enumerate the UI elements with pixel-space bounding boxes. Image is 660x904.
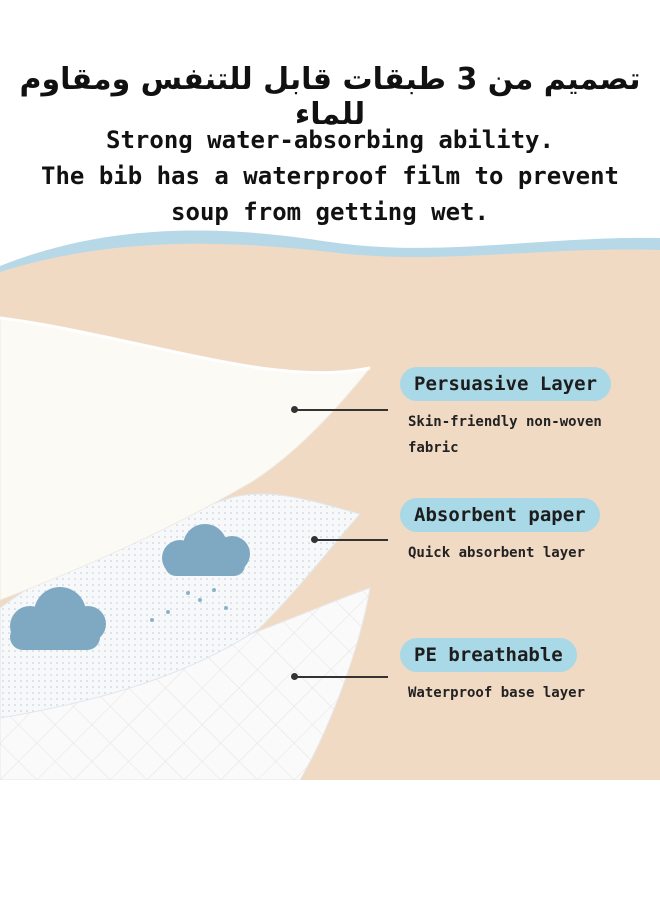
layer-desc-persuasive-line-1: Skin-friendly non-woven <box>408 414 602 430</box>
leader-line-pe <box>296 676 388 678</box>
layer-title-persuasive: Persuasive Layer <box>400 367 612 401</box>
arabic-title: تصميم من 3 طبقات قابل للتنفس ومقاوم للما… <box>19 62 641 132</box>
headline-line-3: soup from getting wet. <box>171 198 489 226</box>
callout-pe-breathable: PE breathable Waterproof base layer <box>400 638 585 706</box>
layer-desc-absorbent-line-1: Quick absorbent layer <box>408 545 586 561</box>
layer-title-pe: PE breathable <box>400 638 577 672</box>
layer-desc-pe-line-1: Waterproof base layer <box>408 685 586 701</box>
cloud-print <box>10 524 250 650</box>
layer-desc-persuasive: Skin-friendly non-woven fabric <box>408 409 611 461</box>
rain-dots <box>150 588 228 622</box>
callout-absorbent-paper: Absorbent paper Quick absorbent layer <box>400 498 600 566</box>
leader-dot-pe <box>291 673 298 680</box>
layer-desc-pe: Waterproof base layer <box>408 680 585 706</box>
leader-line-persuasive <box>296 409 388 411</box>
leader-dot-persuasive <box>291 406 298 413</box>
layer-desc-absorbent: Quick absorbent layer <box>408 540 600 566</box>
layers-illustration: Persuasive Layer Skin-friendly non-woven… <box>0 228 660 780</box>
headline: Strong water-absorbing ability. The bib … <box>0 122 660 230</box>
callout-persuasive-layer: Persuasive Layer Skin-friendly non-woven… <box>400 367 612 461</box>
leader-line-absorbent <box>316 539 388 541</box>
headline-line-1: Strong water-absorbing ability. <box>106 126 554 154</box>
layer-title-absorbent: Absorbent paper <box>400 498 600 532</box>
layer-desc-persuasive-line-2: fabric <box>408 440 459 456</box>
leader-dot-absorbent <box>311 536 318 543</box>
headline-line-2: The bib has a waterproof film to prevent <box>41 162 619 190</box>
